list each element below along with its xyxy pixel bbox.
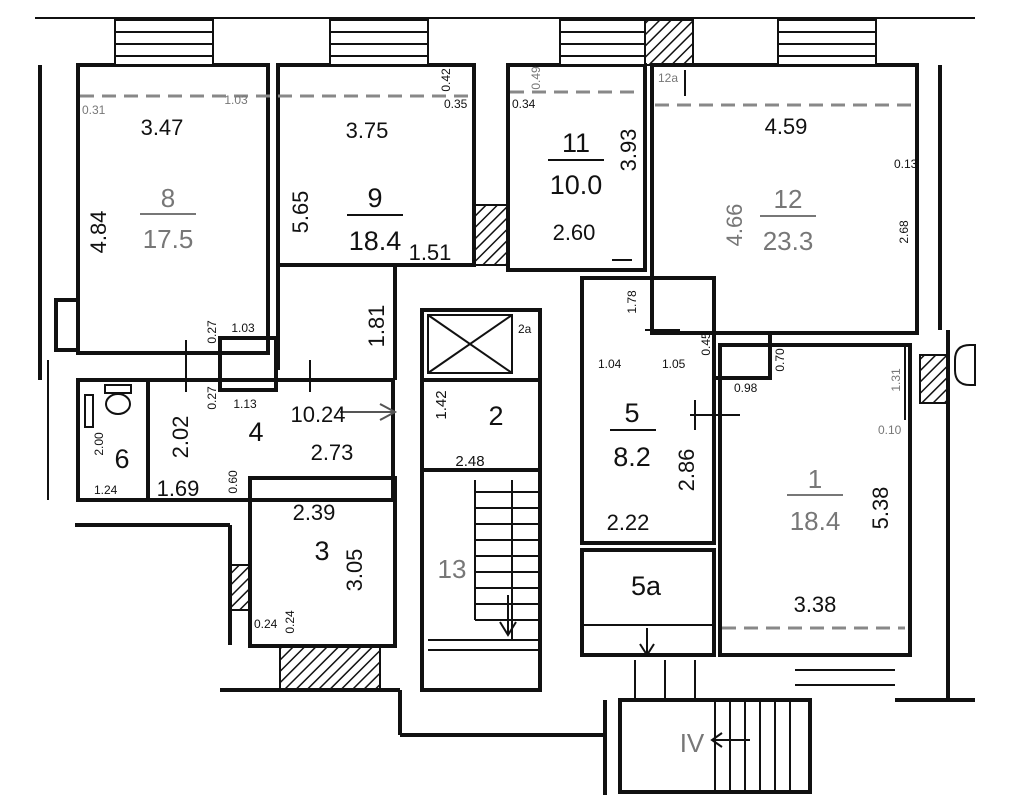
dim-4-59: 4.59: [765, 114, 808, 139]
dim-0-13: 0.13: [894, 157, 918, 171]
entrance-IV-label: IV: [680, 728, 705, 758]
arrow-stair: [499, 595, 517, 637]
dim-0-34: 0.34: [512, 97, 536, 111]
room-1-number: 1: [808, 464, 822, 494]
room-9-area: 18.4: [349, 226, 402, 256]
window-1: [114, 19, 214, 66]
dim-0-35: 0.35: [444, 97, 468, 111]
dim-0-27: 0.27: [205, 320, 219, 344]
arrow-entrance: [710, 732, 750, 748]
dim-0-42: 0.42: [439, 68, 453, 92]
dim-1-03: 1.03: [224, 93, 248, 107]
room-13-label: 13: [438, 554, 467, 584]
room-6-label: 6: [114, 444, 129, 474]
room-2-label: 2: [488, 401, 503, 431]
dim-2-00: 2.00: [92, 432, 106, 456]
windows: [114, 19, 877, 66]
dim-1-13: 1.13: [233, 397, 257, 411]
dim-1-03b: 1.03: [231, 321, 255, 335]
window-4: [777, 19, 877, 66]
dim-3-93: 3.93: [616, 129, 641, 172]
room-1-area: 18.4: [790, 506, 841, 536]
room-3-label: 3: [314, 536, 329, 566]
dim-1-31: 1.31: [889, 368, 903, 392]
room-5-number: 5: [624, 398, 639, 428]
dim-3-47: 3.47: [141, 115, 184, 140]
room-8-number: 8: [161, 183, 175, 213]
window-2: [329, 19, 429, 66]
room-5a-label: 5a: [631, 571, 662, 601]
dim-1-51: 1.51: [409, 240, 452, 265]
dim-2-68: 2.68: [897, 220, 911, 244]
dim-0-98: 0.98: [734, 381, 758, 395]
dim-2-22: 2.22: [607, 510, 650, 535]
dim-3-75: 3.75: [346, 118, 389, 143]
dim-1-78: 1.78: [625, 290, 639, 314]
dim-5-38: 5.38: [868, 487, 893, 530]
dim-2-73: 2.73: [311, 440, 354, 465]
dim-10-24: 10.24: [290, 402, 345, 427]
dim-3-05: 3.05: [342, 549, 367, 592]
entrance-steps: [634, 660, 791, 790]
room-12-area: 23.3: [763, 226, 814, 256]
toilet-icon: [84, 384, 132, 428]
room-12-number: 12: [774, 184, 803, 214]
arrow-5a: [639, 628, 655, 657]
room-9-number: 9: [367, 183, 382, 213]
room-12a-label: 12a: [658, 71, 678, 85]
dim-2-39: 2.39: [293, 500, 336, 525]
dim-0-31: 0.31: [82, 103, 106, 117]
room-labels: 8 17.5 9 18.4 11 10.0 12 23.3 5 8.2 1 18…: [114, 71, 843, 758]
bathtub-icon: [954, 344, 976, 386]
arrow-corridor: [340, 403, 398, 421]
dim-1-05: 1.05: [662, 357, 686, 371]
dim-2-60: 2.60: [553, 220, 596, 245]
dim-1-42: 1.42: [433, 390, 450, 419]
dim-0-27b: 0.27: [205, 386, 219, 410]
room-8-area: 17.5: [143, 224, 194, 254]
dim-1-69: 1.69: [157, 476, 200, 501]
dim-3-38: 3.38: [794, 592, 837, 617]
room-11-area: 10.0: [550, 170, 603, 200]
dim-1-81: 1.81: [364, 305, 389, 348]
dim-0-45: 0.45: [699, 332, 713, 356]
dashed-lines: [80, 90, 915, 630]
dim-0-70: 0.70: [773, 348, 787, 372]
dim-0-24b: 0.24: [283, 610, 297, 634]
stair-treads: [428, 480, 540, 651]
dim-0-10: 0.10: [878, 423, 902, 437]
dim-1-04: 1.04: [598, 357, 622, 371]
room-5-area: 8.2: [613, 442, 651, 472]
room-11-number: 11: [562, 128, 590, 158]
door-ticks: [185, 259, 740, 430]
dim-2-86: 2.86: [674, 449, 699, 492]
hatched-columns: [229, 19, 949, 691]
dim-2-02: 2.02: [168, 416, 193, 459]
dimension-labels: 3.47 3.75 4.59 4.84 5.65 3.93 2.60 4.66 …: [82, 66, 918, 634]
dim-0-24: 0.24: [254, 617, 278, 631]
dim-5-65: 5.65: [288, 191, 313, 234]
dim-4-66: 4.66: [722, 204, 747, 247]
dim-0-60: 0.60: [226, 470, 240, 494]
dim-0-49: 0.49: [529, 66, 543, 90]
dim-1-24: 1.24: [94, 483, 118, 497]
room-4-label: 4: [248, 417, 263, 447]
room-2a-label: 2a: [518, 322, 532, 336]
dim-4-84: 4.84: [86, 211, 111, 254]
dim-2-48: 2.48: [455, 453, 484, 470]
window-3: [559, 19, 646, 66]
